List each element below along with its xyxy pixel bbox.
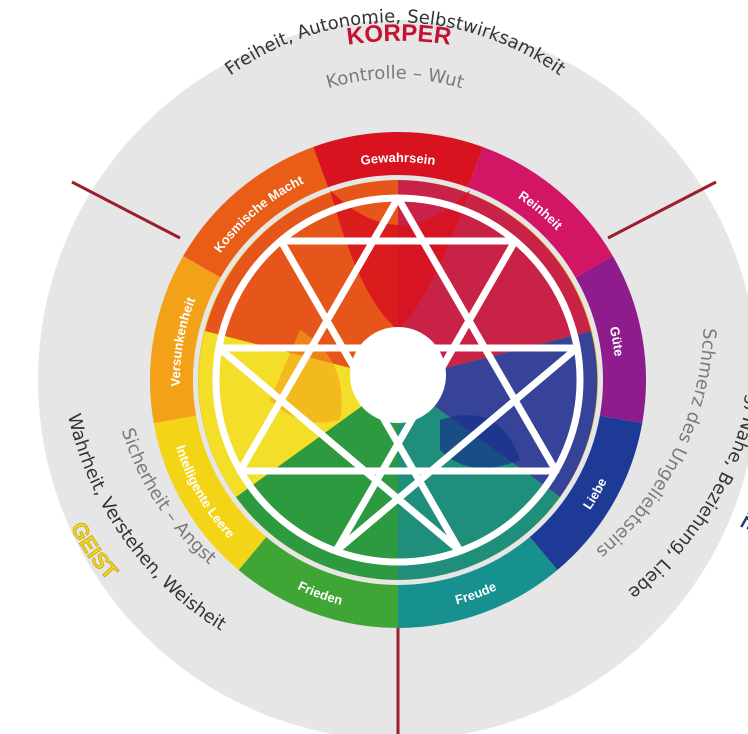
enneagram-triangle — [236, 194, 560, 475]
ring-segment — [149, 256, 221, 424]
ring-segment — [468, 146, 613, 278]
ring-segment — [313, 132, 483, 188]
ring-segment — [238, 537, 398, 628]
ring-segment — [398, 537, 558, 628]
enneagram-figure — [212, 194, 584, 566]
ring-segment — [183, 146, 328, 278]
ring-segment-label: Gewahrsein — [360, 150, 437, 168]
enneagram-hexad — [215, 237, 581, 555]
ring-segment — [529, 415, 643, 570]
divider-koerper-gefuehle — [607, 180, 717, 240]
ring-segment — [575, 256, 646, 424]
ring-segment-label: Güte — [607, 325, 627, 357]
center-hole — [350, 327, 446, 423]
divider-geist-koerper — [71, 180, 181, 240]
ring-segment — [153, 415, 267, 570]
